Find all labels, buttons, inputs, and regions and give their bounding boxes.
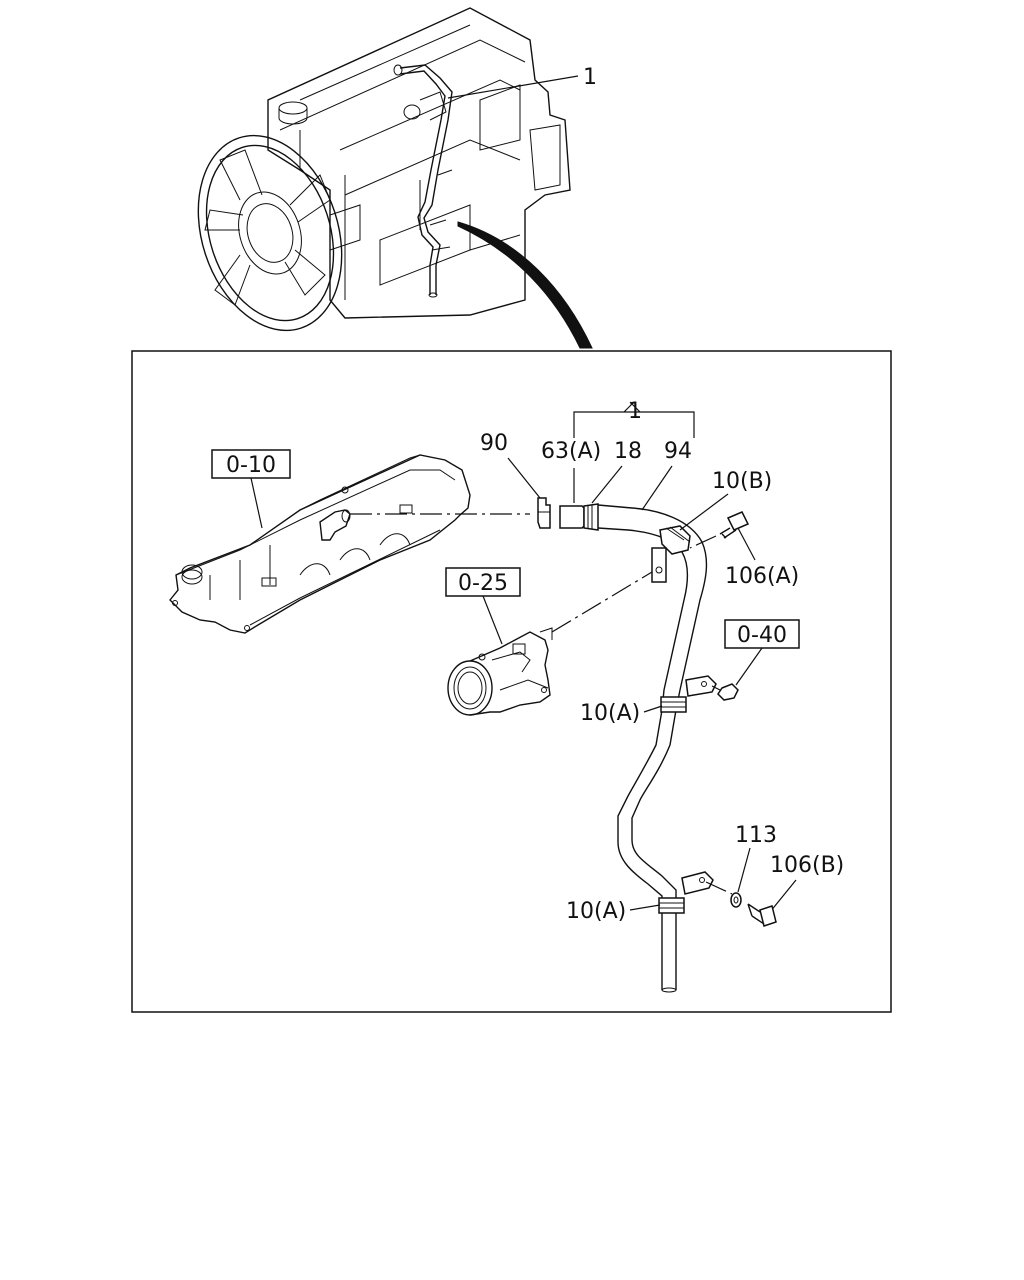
nut-block bbox=[717, 683, 739, 701]
label-10a-upper: 10(A) bbox=[580, 701, 640, 726]
label-94: 94 bbox=[664, 439, 692, 464]
leader-90 bbox=[507, 457, 541, 499]
washer-113 bbox=[730, 892, 742, 908]
label-10b: 10(B) bbox=[712, 469, 772, 494]
label-106b: 106(B) bbox=[770, 853, 844, 878]
assembly-bracket bbox=[573, 401, 695, 438]
label-113: 113 bbox=[735, 823, 777, 848]
ref-box-block bbox=[724, 619, 800, 649]
overview-oil-pipe bbox=[393, 64, 453, 298]
engine-fan bbox=[197, 134, 343, 332]
oil-pipe-assembly bbox=[559, 503, 717, 993]
engine-overview: 1 bbox=[197, 7, 597, 349]
ref-box-valve-cover bbox=[211, 449, 291, 479]
align-line-nut bbox=[711, 685, 721, 691]
label-10a-lower: 10(A) bbox=[566, 899, 626, 924]
leader-94 bbox=[641, 465, 673, 511]
align-line-106a bbox=[689, 535, 717, 549]
ref-box-thermostat-housing bbox=[445, 567, 521, 597]
block-leader bbox=[735, 647, 763, 686]
thermostat-housing bbox=[447, 627, 553, 716]
overview-leader bbox=[447, 75, 579, 99]
detail-frame bbox=[131, 350, 892, 1013]
label-106a: 106(A) bbox=[725, 564, 799, 589]
ref-valve-cover-label: 0-10 bbox=[226, 453, 276, 478]
leader-10b bbox=[679, 493, 729, 531]
ref-thermostat-housing-label: 0-25 bbox=[458, 571, 508, 596]
leader-113 bbox=[737, 847, 751, 893]
bolt-106a bbox=[719, 511, 750, 539]
leader-10a-lower bbox=[629, 904, 661, 911]
align-line-106b bbox=[705, 881, 733, 895]
label-18: 18 bbox=[614, 439, 642, 464]
detail-arrow bbox=[457, 221, 593, 349]
align-line-bracket bbox=[551, 571, 653, 633]
valve-cover-leader bbox=[250, 477, 263, 529]
label-63a: 63(A) bbox=[541, 439, 601, 464]
bolt-106b bbox=[747, 903, 777, 927]
leader-10a-upper bbox=[643, 705, 663, 713]
leader-18 bbox=[591, 465, 623, 504]
overview-item-label: 1 bbox=[583, 65, 597, 90]
ref-block-label: 0-40 bbox=[737, 623, 787, 648]
part-90-fitting bbox=[537, 497, 551, 529]
thermostat-leader bbox=[482, 595, 503, 645]
leader-106b bbox=[769, 879, 797, 913]
label-90: 90 bbox=[480, 431, 508, 456]
leader-106a bbox=[737, 527, 756, 561]
valve-cover bbox=[169, 454, 471, 634]
